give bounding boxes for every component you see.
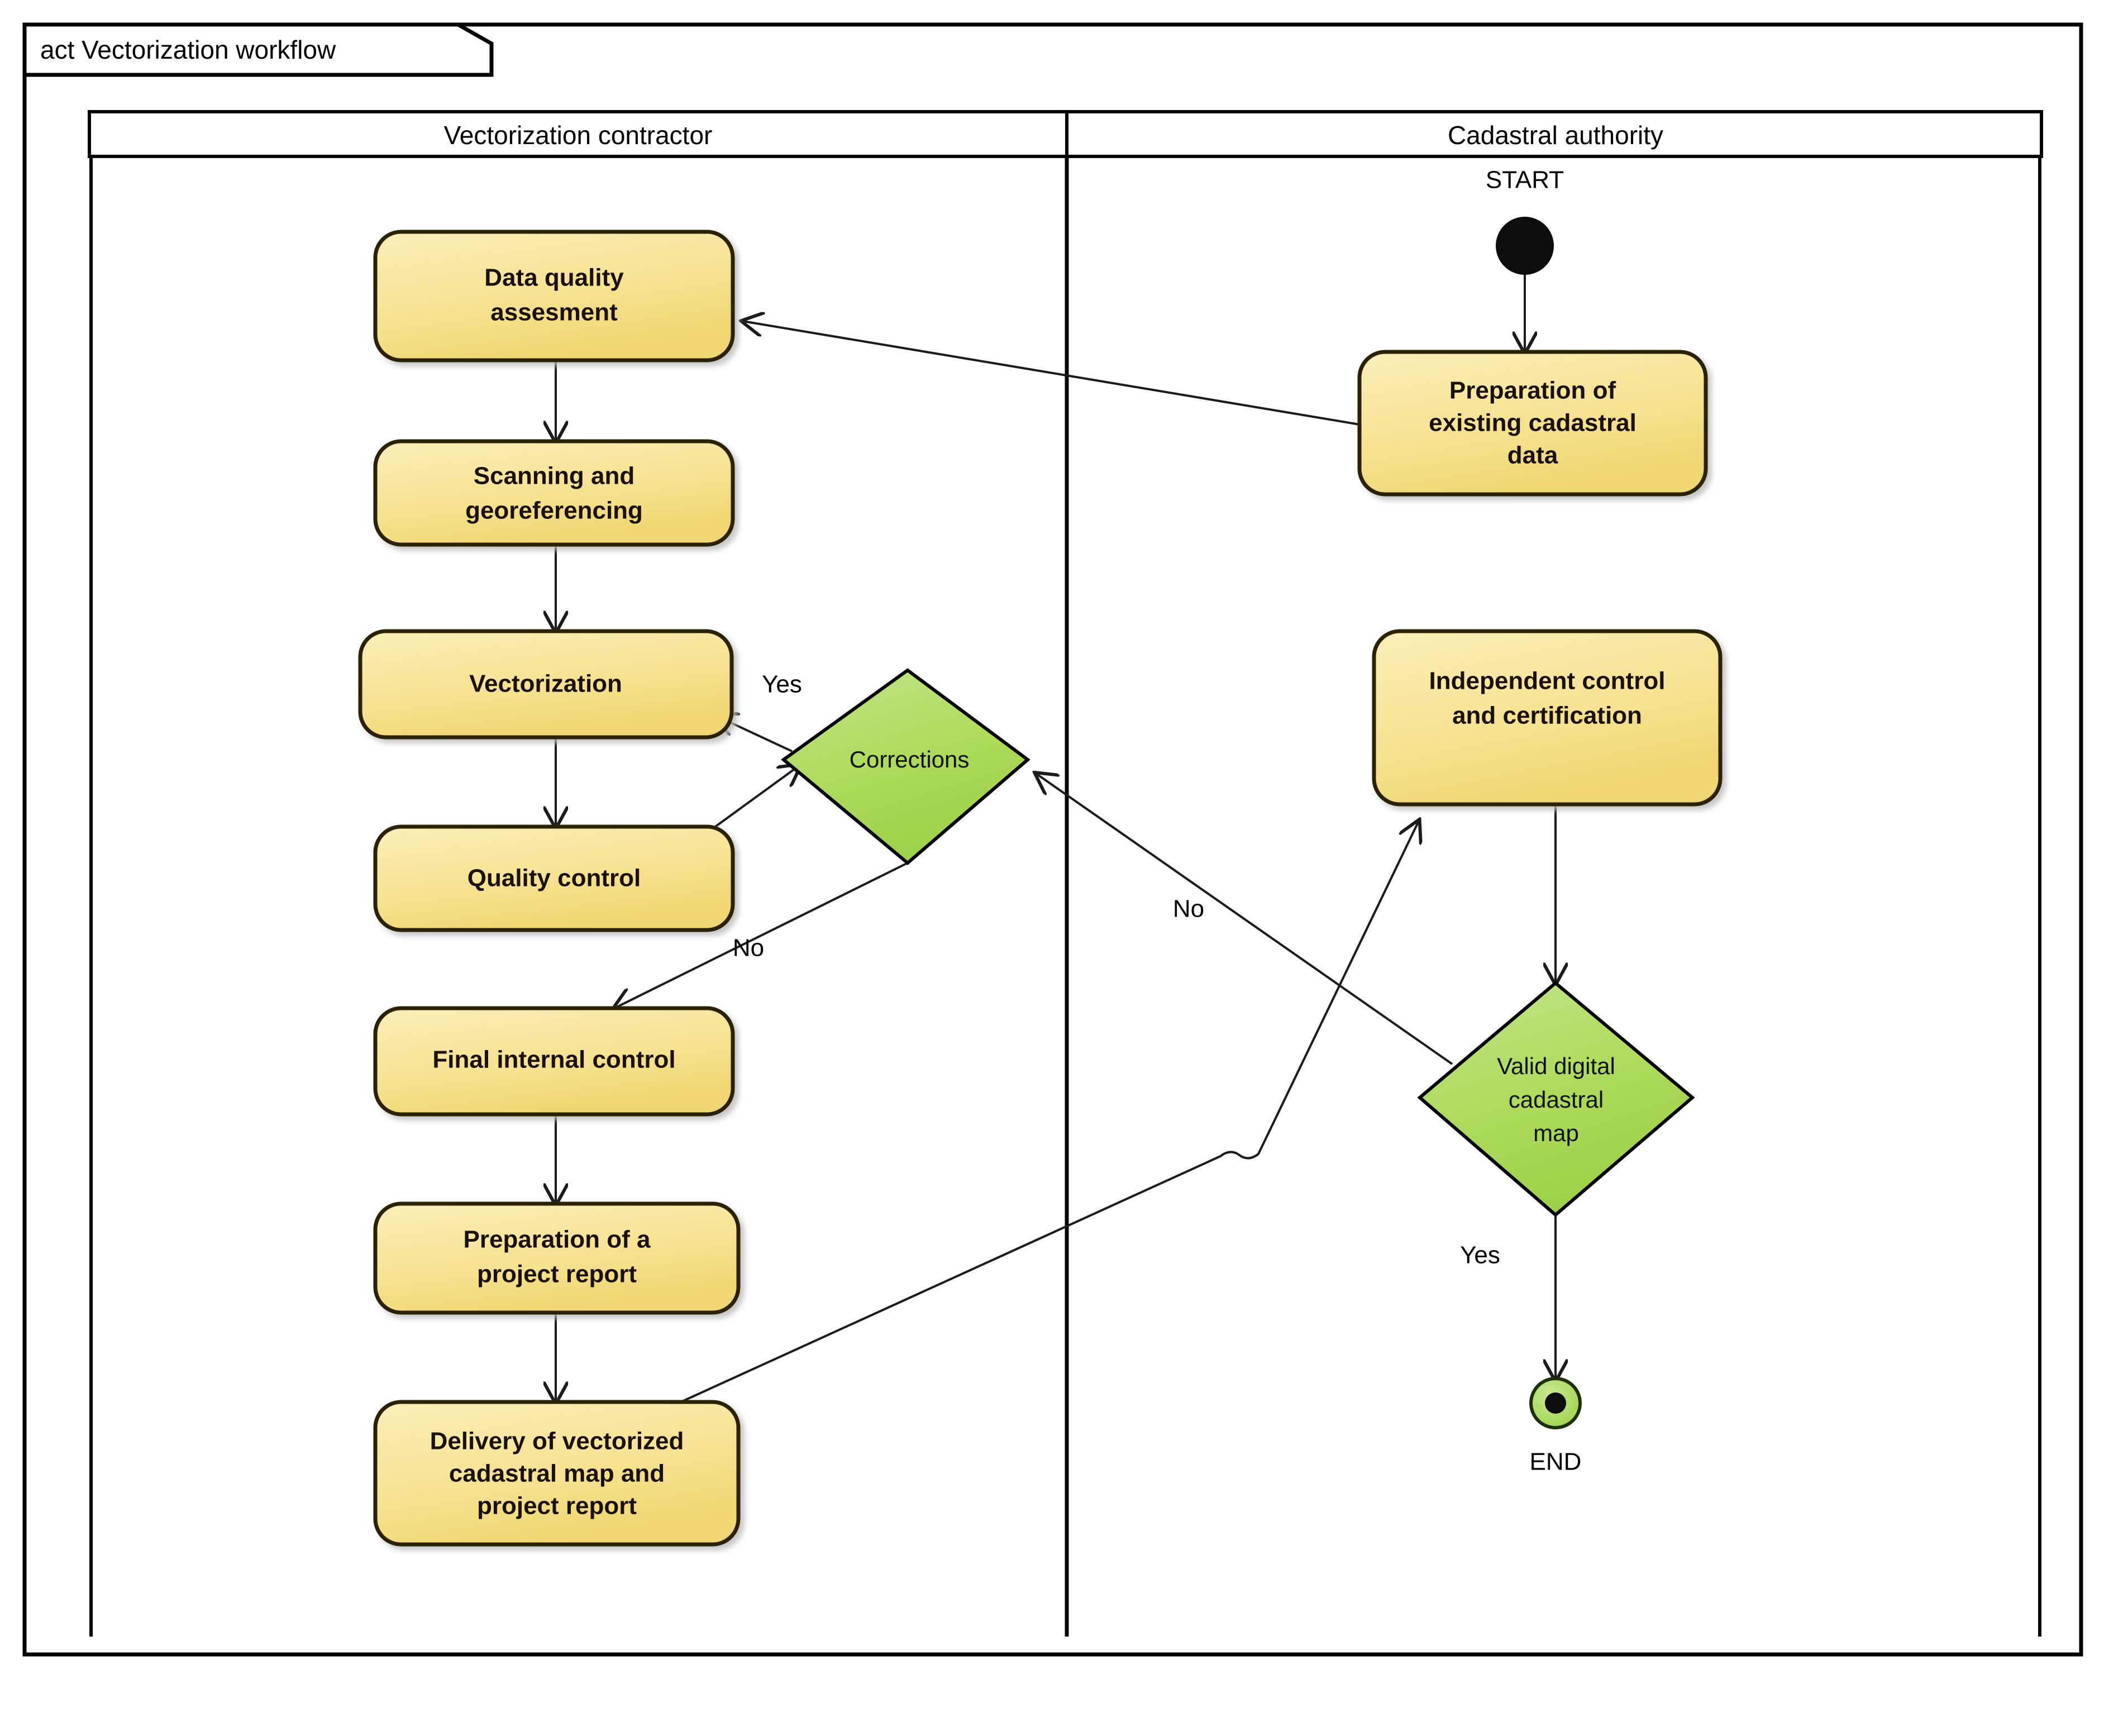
end-label: END [1530,1448,1582,1476]
lane-header-authority [1065,110,2043,158]
frame-title-text: act Vectorization workflow [40,35,336,64]
lane-title-contractor: Vectorization contractor [444,121,713,150]
activity-label-line-2: georeferencing [465,497,643,524]
activity-shape [373,230,735,363]
node-vectorization[interactable]: Vectorization [358,629,734,740]
activity-shape [373,439,735,547]
guard-label-layer: Yes No No Yes [733,671,1500,1269]
decision-shape [1417,981,1695,1217]
diagram-frame: act Vectorization workflow [22,22,2083,1657]
guard-corrections-no: No [733,934,764,962]
node-corrections-decision[interactable]: Corrections [781,668,1030,865]
lane-title-authority: Cadastral authority [1448,121,1663,150]
frame-title-tab [22,22,494,77]
decision-label-line-2: cadastral [1509,1086,1604,1113]
frame-border [22,22,2083,1657]
final-node-inner-icon [1545,1392,1566,1414]
activity-label-line-1: Independent control [1429,667,1666,695]
node-preparation-existing-cadastral-data[interactable]: Preparation of existing cadastral data [1357,350,1708,497]
edge-layer [556,274,1556,1414]
activity-label-line-1: Vectorization [469,670,622,698]
activity-label-line-1: Preparation of a [464,1226,651,1253]
node-preparation-project-report[interactable]: Preparation of a project report [373,1201,741,1315]
edge-qualitycontrol-to-corrections [703,765,800,836]
activity-label-line-3: data [1507,442,1558,469]
guard-validmap-no: No [1173,895,1204,923]
activity-shape [1357,350,1708,497]
activity-label-line-2: and certification [1452,702,1642,729]
edge-corrections-no-to-finalinternal [614,862,908,1008]
activity-shape [1372,629,1723,807]
activity-label-line-3: project report [477,1492,637,1520]
edge-delivery-to-independentcontrol [656,821,1419,1414]
decision-label-line-1: Corrections [850,746,970,772]
node-start[interactable]: START [1486,166,1564,275]
decision-label-line-3: map [1533,1120,1579,1146]
activity-label-line-1: Preparation of [1449,377,1616,404]
activity-label-line-1: Delivery of vectorized [430,1428,684,1455]
activity-shape [373,824,735,932]
edge-preparation-to-data-quality [743,321,1360,426]
node-delivery-vectorized-map[interactable]: Delivery of vectorized cadastral map and… [373,1400,741,1547]
activity-label-line-1: Quality control [467,865,641,892]
activity-label-line-1: Data quality [484,264,624,292]
node-end[interactable]: END [1529,1377,1582,1476]
decision-label-line-1: Valid digital [1497,1053,1615,1079]
swimlane-container: Vectorization contractor Cadastral autho… [88,110,2043,1637]
activity-shape [373,1400,741,1547]
decision-shape [781,668,1030,865]
node-scanning-and-georeferencing[interactable]: Scanning and georeferencing [373,439,735,547]
activity-label-line-2: assesment [490,299,618,326]
activity-shape [373,1201,741,1315]
node-final-internal-control[interactable]: Final internal control [373,1006,735,1117]
start-label: START [1486,166,1564,194]
activity-label-line-2: cadastral map and [449,1460,665,1487]
activity-shape [373,1006,735,1117]
activity-label-line-1: Scanning and [474,462,634,490]
activity-label-line-2: existing cadastral [1429,409,1637,437]
initial-node-icon [1496,217,1554,275]
node-independent-control-certification[interactable]: Independent control and certification [1372,629,1723,807]
guard-validmap-yes: Yes [1460,1242,1500,1269]
node-valid-digital-cadastral-map-decision[interactable]: Valid digital cadastral map [1417,981,1695,1217]
activity-label-line-1: Final internal control [432,1046,675,1074]
edge-validmap-no-to-corrections [1036,774,1453,1065]
activity-label-line-2: project report [477,1261,637,1288]
node-data-quality-assesment[interactable]: Data quality assesment [373,230,735,363]
node-quality-control[interactable]: Quality control [373,824,735,932]
guard-corrections-yes: Yes [762,671,802,698]
activity-shape [358,629,734,740]
